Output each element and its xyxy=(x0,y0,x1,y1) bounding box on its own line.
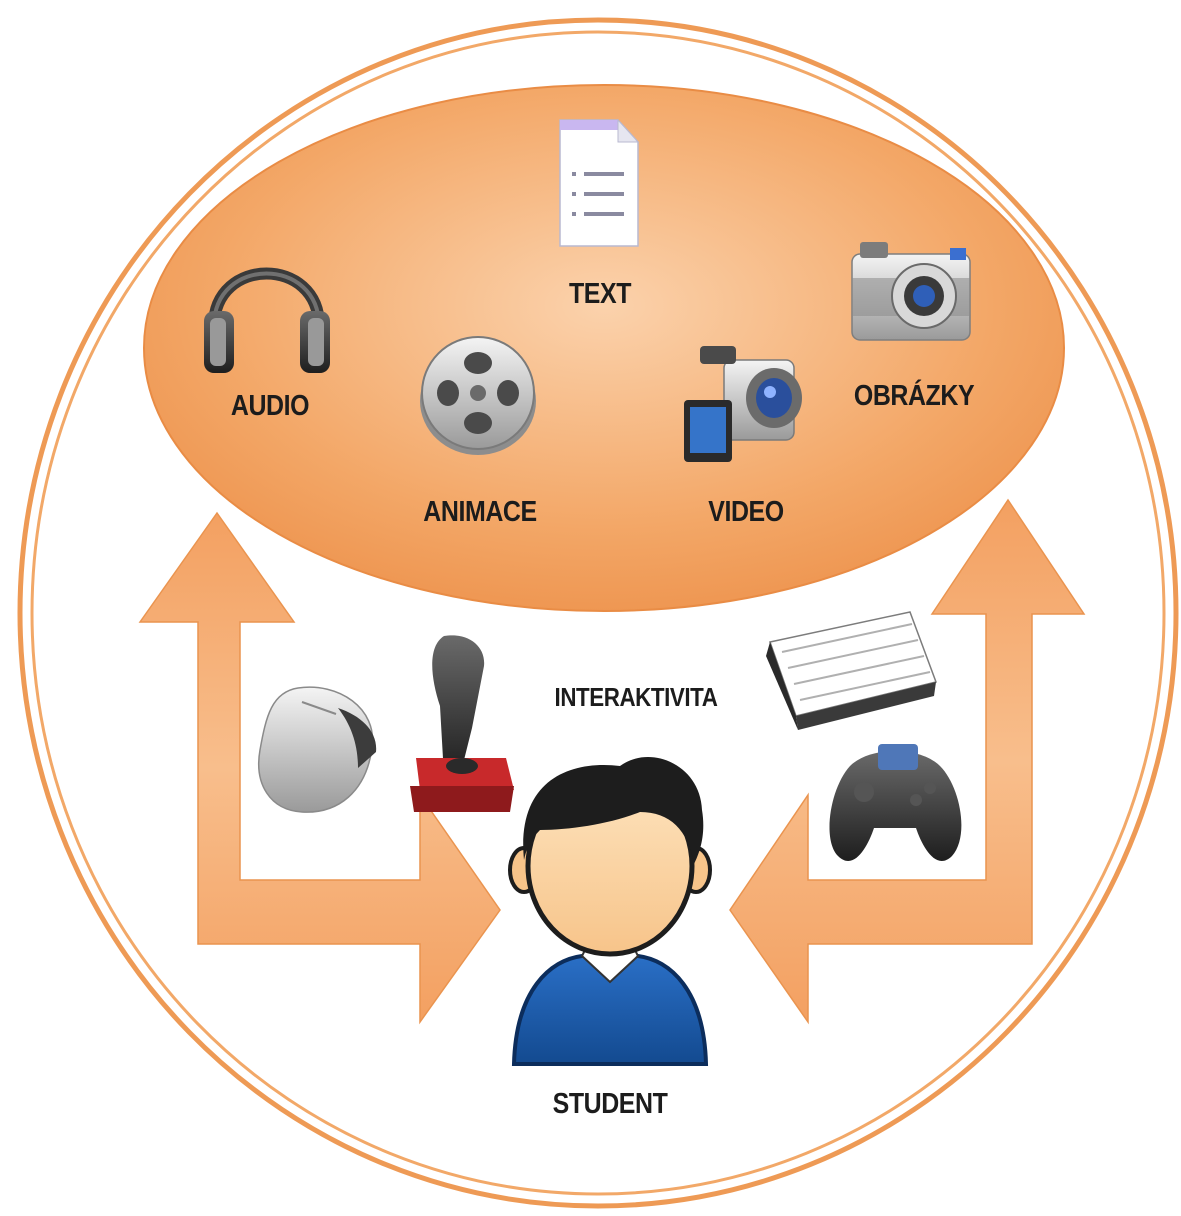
media-label-video: VIDEO xyxy=(708,496,784,528)
media-label-text: TEXT xyxy=(568,278,632,310)
media-label-audio: AUDIO xyxy=(230,390,310,422)
student-label: STUDENT xyxy=(552,1088,668,1120)
media-label-animace: ANIMACE xyxy=(423,496,537,528)
keyboard-icon xyxy=(766,611,937,730)
joystick-icon xyxy=(410,635,514,812)
camera-icon xyxy=(851,242,971,341)
document-icon xyxy=(559,118,640,247)
gamepad-icon xyxy=(829,744,962,861)
outer-ring xyxy=(17,17,1179,1209)
interaction-label: INTERAKTIVITA xyxy=(554,682,718,712)
student-avatar-icon xyxy=(508,757,712,1066)
headphones-icon xyxy=(204,267,330,373)
film-reel-icon xyxy=(420,336,536,455)
media-label-obrazky: OBRÁZKY xyxy=(853,380,975,412)
camcorder-icon xyxy=(684,346,802,462)
mouse-icon xyxy=(258,686,377,813)
media-ellipse xyxy=(143,84,1065,612)
right-arrow xyxy=(729,498,1086,1025)
